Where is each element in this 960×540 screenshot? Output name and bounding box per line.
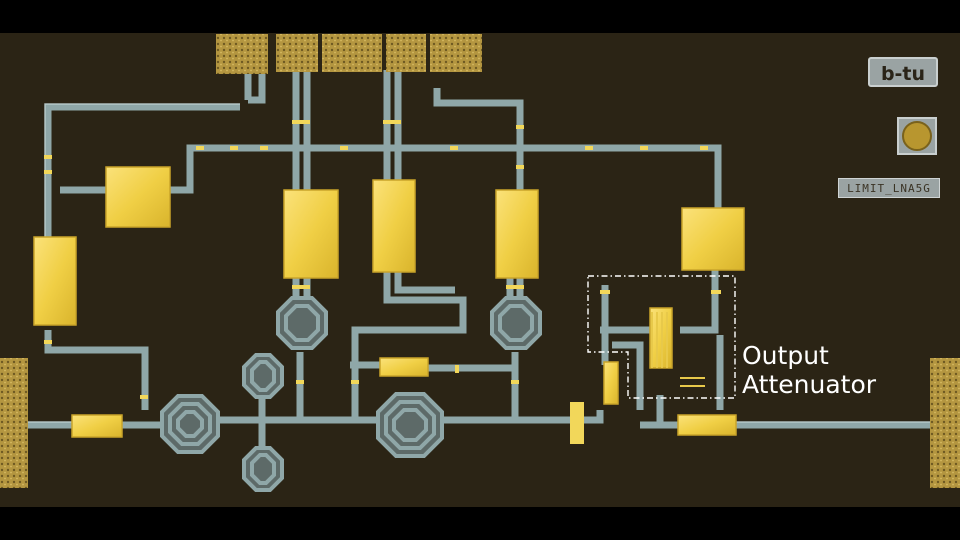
attenuator-fingers — [651, 312, 705, 387]
spiral-inductors — [160, 296, 542, 492]
annotation-line-2: Attenuator — [742, 370, 877, 399]
university-logo: b-tu — [868, 57, 938, 87]
annotation-line-1: Output — [742, 341, 829, 370]
output-attenuator-annotation: Output Attenuator — [742, 341, 876, 399]
bond-pads — [0, 34, 960, 488]
via-markers — [44, 120, 721, 444]
attenuator-outline — [587, 275, 736, 399]
interconnect-traces — [20, 70, 940, 450]
mim-capacitors — [33, 166, 745, 438]
chip-name-label: LIMIT_LNA5G — [838, 178, 940, 198]
institute-logo — [897, 117, 937, 155]
